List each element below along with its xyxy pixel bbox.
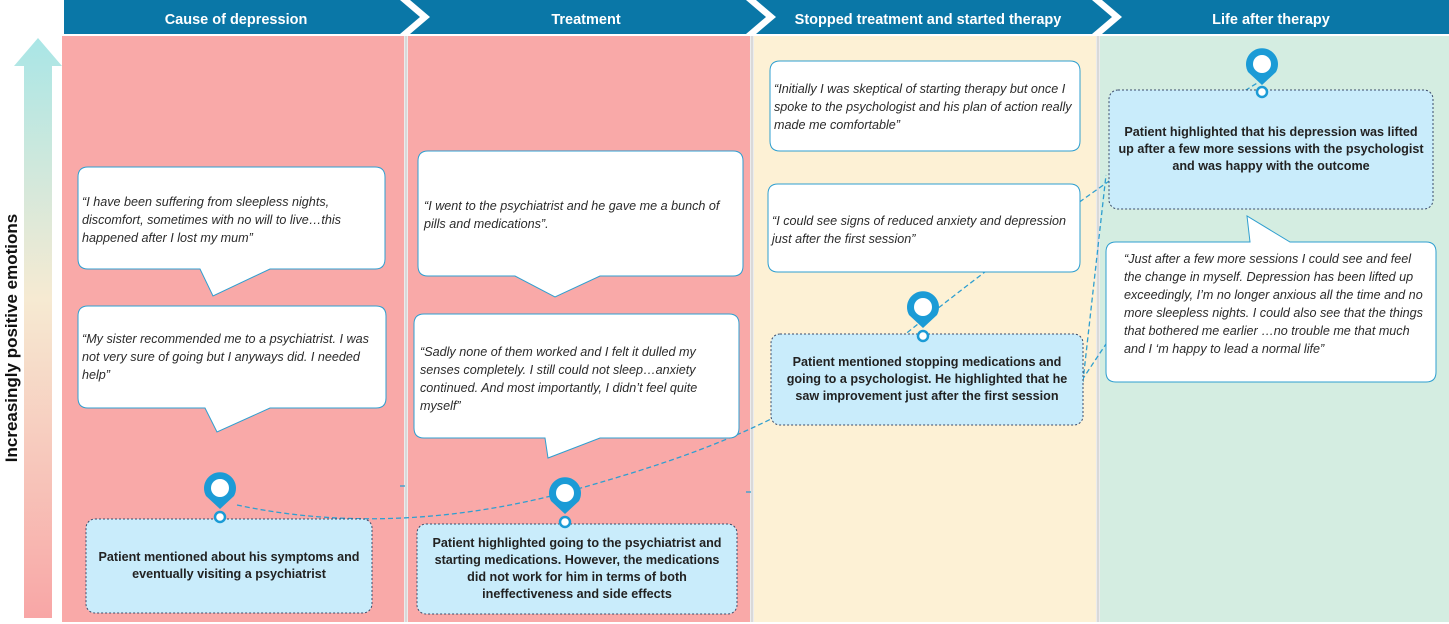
quote-bubble bbox=[417, 150, 744, 298]
quote-text: “I went to the psychiatrist and he gave … bbox=[424, 199, 720, 231]
emotion-axis-arrow bbox=[14, 38, 62, 618]
quote-text: “Initially I was skeptical of starting t… bbox=[774, 82, 1072, 132]
quote-bubble bbox=[77, 166, 386, 297]
stage-label: Cause of depression bbox=[165, 12, 308, 28]
quote-text: “My sister recommended me to a psychiatr… bbox=[82, 332, 369, 382]
journey-connector bbox=[236, 79, 1263, 520]
stage-header-cause bbox=[64, 0, 420, 34]
summary-text: Patient mentioned stopping medications a… bbox=[786, 355, 1068, 403]
stage-header-therapy bbox=[756, 0, 1112, 34]
emotion-axis-label: Increasingly positive emotions bbox=[2, 213, 21, 463]
summary-text: Patient mentioned about his symptoms and… bbox=[98, 550, 360, 581]
quote-bubble bbox=[413, 313, 740, 459]
connector-stub bbox=[1081, 174, 1107, 391]
quote-text: “I have been suffering from sleepless ni… bbox=[82, 195, 341, 245]
location-pin-icon bbox=[204, 472, 237, 524]
quote-bubble bbox=[767, 183, 1081, 273]
summary-box bbox=[770, 333, 1084, 426]
summary-text: Patient highlighted going to the psychia… bbox=[432, 536, 722, 601]
stage-label: Treatment bbox=[551, 12, 620, 28]
summary-box bbox=[416, 523, 738, 615]
stage-label: Stopped treatment and started therapy bbox=[795, 12, 1062, 28]
location-pin-icon bbox=[1246, 48, 1278, 99]
quote-bubble bbox=[1105, 215, 1437, 383]
quote-bubble bbox=[77, 305, 387, 433]
stage-label: Life after therapy bbox=[1212, 12, 1330, 28]
stage-header-treatment bbox=[410, 0, 766, 34]
quote-text: “Just after a few more sessions I could … bbox=[1124, 252, 1423, 356]
summary-box bbox=[1108, 89, 1434, 210]
quote-text: “I could see signs of reduced anxiety an… bbox=[772, 214, 1067, 246]
summary-box bbox=[85, 518, 373, 614]
quote-text: “Sadly none of them worked and I felt it… bbox=[420, 345, 698, 413]
location-pin-icon bbox=[907, 291, 939, 343]
stage-header-life-after bbox=[1102, 0, 1449, 34]
quote-bubble bbox=[769, 60, 1081, 152]
location-pin-icon bbox=[549, 477, 581, 529]
summary-text: Patient highlighted that his depression … bbox=[1118, 125, 1424, 173]
connector-stub bbox=[1081, 343, 1107, 381]
